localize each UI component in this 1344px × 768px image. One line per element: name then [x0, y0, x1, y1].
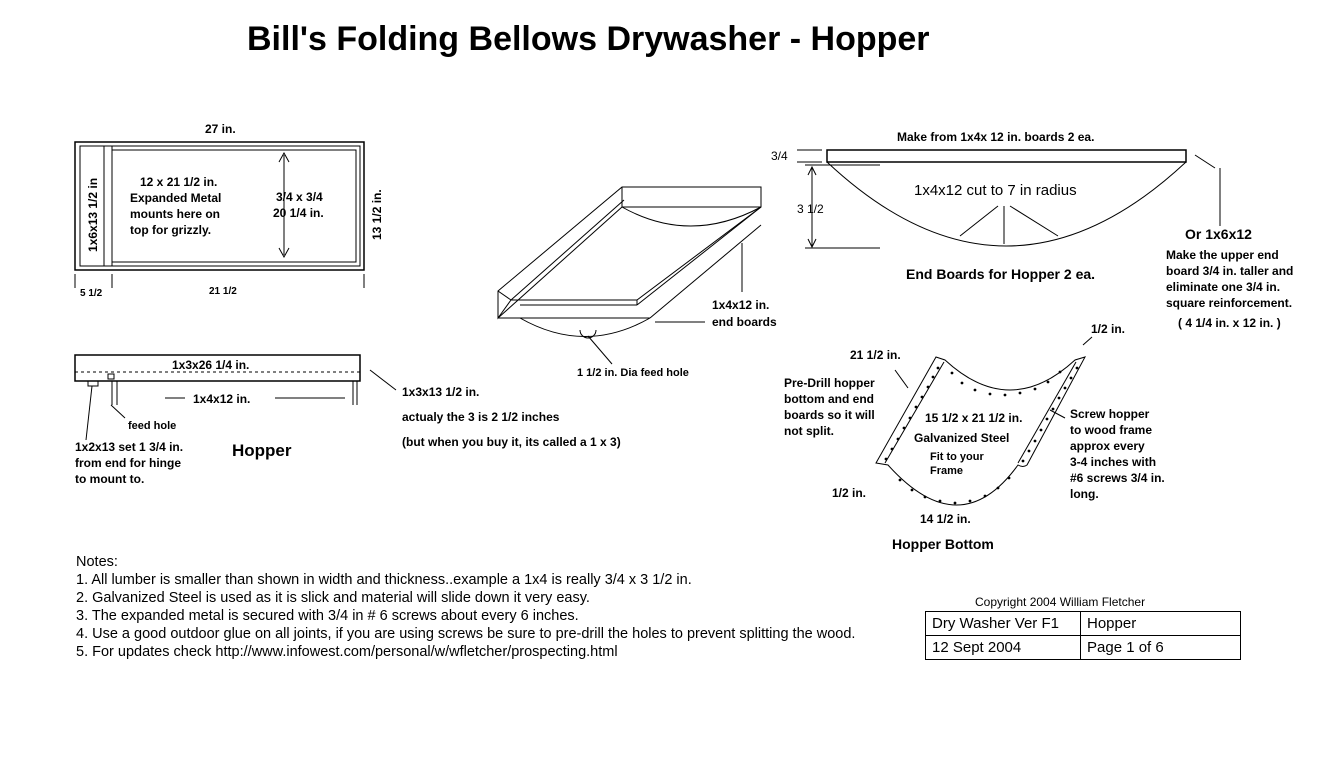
notes-section: Notes: 1. All lumber is smaller than sho…	[76, 553, 855, 661]
date-cell: 12 Sept 2004	[925, 635, 1081, 660]
hopper-bottom-view	[875, 336, 1093, 506]
expanded-metal-line4: top for grizzly.	[130, 223, 212, 237]
alt-note-line3: eliminate one 3/4 in.	[1166, 280, 1281, 294]
hopper-side-view	[74, 354, 397, 441]
note-item: 3. The expanded metal is secured with 3/…	[76, 608, 579, 624]
alternate-board-label: Or 1x6x12	[1185, 226, 1252, 242]
note-item: 2. Galvanized Steel is used as it is sli…	[76, 590, 590, 606]
side-board-label: 1x6x13 1/2 in	[86, 177, 100, 252]
rail-buy-note: (but when you buy it, its called a 1 x 3…	[402, 435, 621, 449]
predrill-line2: bottom and end	[784, 392, 874, 406]
page-number-cell: Page 1 of 6	[1080, 635, 1241, 660]
hopper-bottom-caption: Hopper Bottom	[892, 536, 994, 552]
side-feed-hole-label: feed hole	[128, 420, 177, 432]
hinge-line1: 1x2x13 set 1 3/4 in.	[75, 440, 184, 454]
left-flange-dimension: 1/2 in.	[832, 486, 867, 500]
alt-note-line2: board 3/4 in. taller and	[1166, 264, 1294, 278]
page-title: Bill's Folding Bellows Drywasher - Hoppe…	[247, 20, 930, 58]
end-boards-caption: End Boards for Hopper 2 ea.	[906, 266, 1096, 282]
alt-note-line1: Make the upper end	[1166, 248, 1279, 262]
hinge-line3: to mount to.	[75, 472, 145, 486]
cut-radius-label: 1x4x12 cut to 7 in radius	[914, 182, 1077, 199]
predrill-line1: Pre-Drill hopper	[784, 376, 875, 390]
top-thickness-dimension: 3/4	[771, 149, 788, 163]
alt-size-label: ( 4 1/4 in. x 12 in. )	[1178, 316, 1281, 330]
right-flange-dimension: 1/2 in.	[1091, 322, 1126, 336]
version-cell: Dry Washer Ver F1	[925, 611, 1081, 636]
width-dimension: 27 in.	[205, 122, 236, 136]
strip-length-label: 20 1/4 in.	[273, 206, 324, 220]
sheet-name-cell: Hopper	[1080, 611, 1241, 636]
title-block-table: Dry Washer Ver F1 Hopper 12 Sept 2004 Pa…	[925, 611, 1241, 660]
rail-size-label: 1x3x13 1/2 in.	[402, 385, 480, 399]
bottom-mid-dimension: 21 1/2	[209, 286, 237, 297]
hinge-line2: from end for hinge	[75, 456, 181, 470]
note-item: 1. All lumber is smaller than shown in w…	[76, 572, 692, 588]
screw-line4: 3-4 inches with	[1070, 455, 1157, 469]
hopper-caption: Hopper	[232, 441, 292, 460]
copyright-label: Copyright 2004 William Fletcher	[975, 595, 1146, 609]
screw-line5: #6 screws 3/4 in.	[1070, 471, 1165, 485]
predrill-line4: not split.	[784, 424, 834, 438]
lower-board-label: 1x4x12 in.	[193, 392, 251, 406]
side-height-dimension: 3 1/2	[797, 202, 824, 216]
bottom-left-dimension: 5 1/2	[80, 288, 103, 299]
screw-line6: long.	[1070, 487, 1099, 501]
top-rail-label: 1x3x26 1/4 in.	[172, 358, 250, 372]
bottom-width-dimension: 14 1/2 in.	[920, 512, 971, 526]
end-boards-line2: end boards	[712, 315, 777, 329]
note-item: 4. Use a good outdoor glue on all joints…	[76, 626, 856, 642]
bottom-length-dimension: 21 1/2 in.	[850, 348, 901, 362]
end-board-view	[797, 149, 1221, 249]
rail-actual-note: actualy the 3 is 2 1/2 inches	[402, 410, 560, 424]
note-item: 5. For updates check http://www.infowest…	[76, 644, 618, 660]
sheet-material-label: Galvanized Steel	[914, 431, 1010, 445]
strip-size-label: 3/4 x 3/4	[276, 190, 323, 204]
end-boards-line1: 1x4x12 in.	[712, 298, 770, 312]
fit-note-line1: Fit to your	[930, 451, 984, 463]
sheet-size-label: 15 1/2 x 21 1/2 in.	[925, 411, 1023, 425]
expanded-metal-line1: 12 x 21 1/2 in.	[140, 175, 218, 189]
height-dimension: 13 1/2 in.	[370, 189, 384, 240]
feed-hole-diameter-label: 1 1/2 in. Dia feed hole	[577, 367, 689, 379]
hopper-top-view	[74, 141, 365, 288]
alt-note-line4: square reinforcement.	[1166, 296, 1293, 310]
predrill-line3: boards so it will	[784, 408, 875, 422]
notes-header: Notes:	[76, 554, 118, 570]
screw-line1: Screw hopper	[1070, 407, 1150, 421]
expanded-metal-line2: Expanded Metal	[130, 191, 222, 205]
fit-note-line2: Frame	[930, 465, 964, 477]
make-from-label: Make from 1x4x 12 in. boards 2 ea.	[897, 130, 1095, 144]
screw-line2: to wood frame	[1070, 423, 1153, 437]
hopper-isometric-view	[497, 186, 762, 365]
expanded-metal-line3: mounts here on	[130, 207, 221, 221]
screw-line3: approx every	[1070, 439, 1145, 453]
